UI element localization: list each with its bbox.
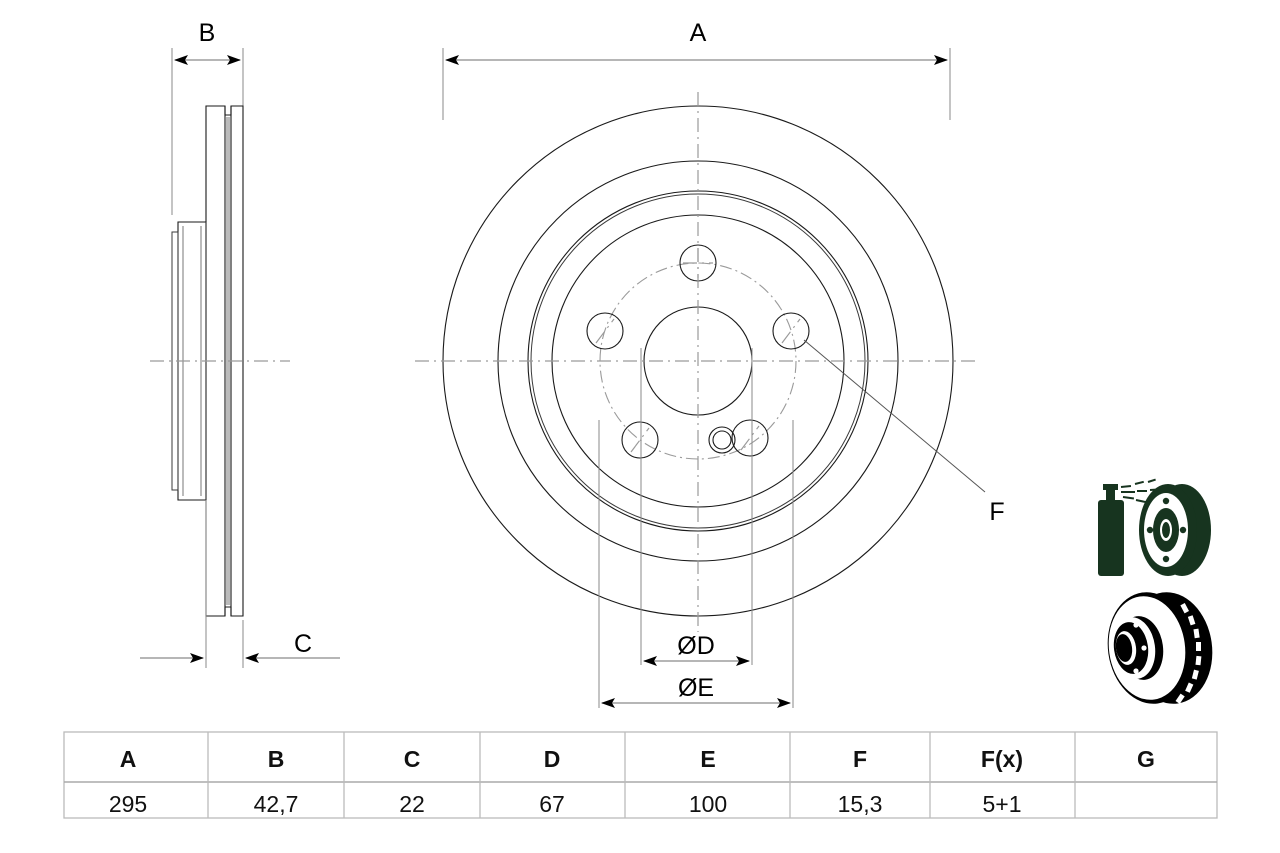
table-value-cell: 22 <box>399 791 425 817</box>
dimension-e: ØE <box>598 420 794 708</box>
table-header-cell: E <box>700 746 715 772</box>
bolt-holes <box>586 244 810 459</box>
dimension-e-label: ØE <box>678 674 714 702</box>
table-value-row: 295 42,7 22 67 100 15,3 5+1 <box>109 791 1022 817</box>
dimension-table: A B C D E F F(x) G 295 42,7 22 67 100 15… <box>63 731 1218 819</box>
table-value-cell: 67 <box>539 791 565 817</box>
table-value-cell: 295 <box>109 791 147 817</box>
table-header-cell: F(x) <box>981 746 1023 772</box>
table-header-cell: B <box>268 746 285 772</box>
table-value-cell: 42,7 <box>254 791 299 817</box>
front-view: A <box>415 19 1005 708</box>
leader-f: F <box>803 339 1005 526</box>
table-value-cell: 5+1 <box>982 791 1021 817</box>
bolt-circle-diameter <box>599 262 797 460</box>
table-header-cell: C <box>404 746 421 772</box>
vented-brake-disc-icon <box>1107 592 1213 704</box>
dimension-f-label: F <box>989 498 1004 526</box>
bolt-hole <box>772 312 810 350</box>
side-view: B <box>140 19 340 668</box>
table-value-cell: 100 <box>689 791 727 817</box>
bolt-hole <box>731 419 769 457</box>
dimension-c: C <box>140 500 340 668</box>
table-header-cell: D <box>544 746 561 772</box>
bolt-hole <box>621 421 659 459</box>
table-value-cell: 15,3 <box>838 791 883 817</box>
dimension-a: A <box>442 19 951 120</box>
dimension-c-label: C <box>294 630 312 658</box>
bolt-hole <box>586 312 624 350</box>
table-header-row: A B C D E F F(x) G <box>120 746 1155 772</box>
table-header-cell: F <box>853 746 867 772</box>
dimension-d: ØD <box>640 348 753 666</box>
retaining-screw-hole <box>708 426 736 454</box>
spray-can-and-disc-icon <box>1098 478 1211 576</box>
dimension-b-label: B <box>199 19 216 47</box>
dimension-b: B <box>171 19 244 215</box>
table-header-cell: A <box>120 746 137 772</box>
table-header-cell: G <box>1137 746 1155 772</box>
dimension-d-label: ØD <box>677 632 715 660</box>
dimension-a-label: A <box>690 19 707 47</box>
